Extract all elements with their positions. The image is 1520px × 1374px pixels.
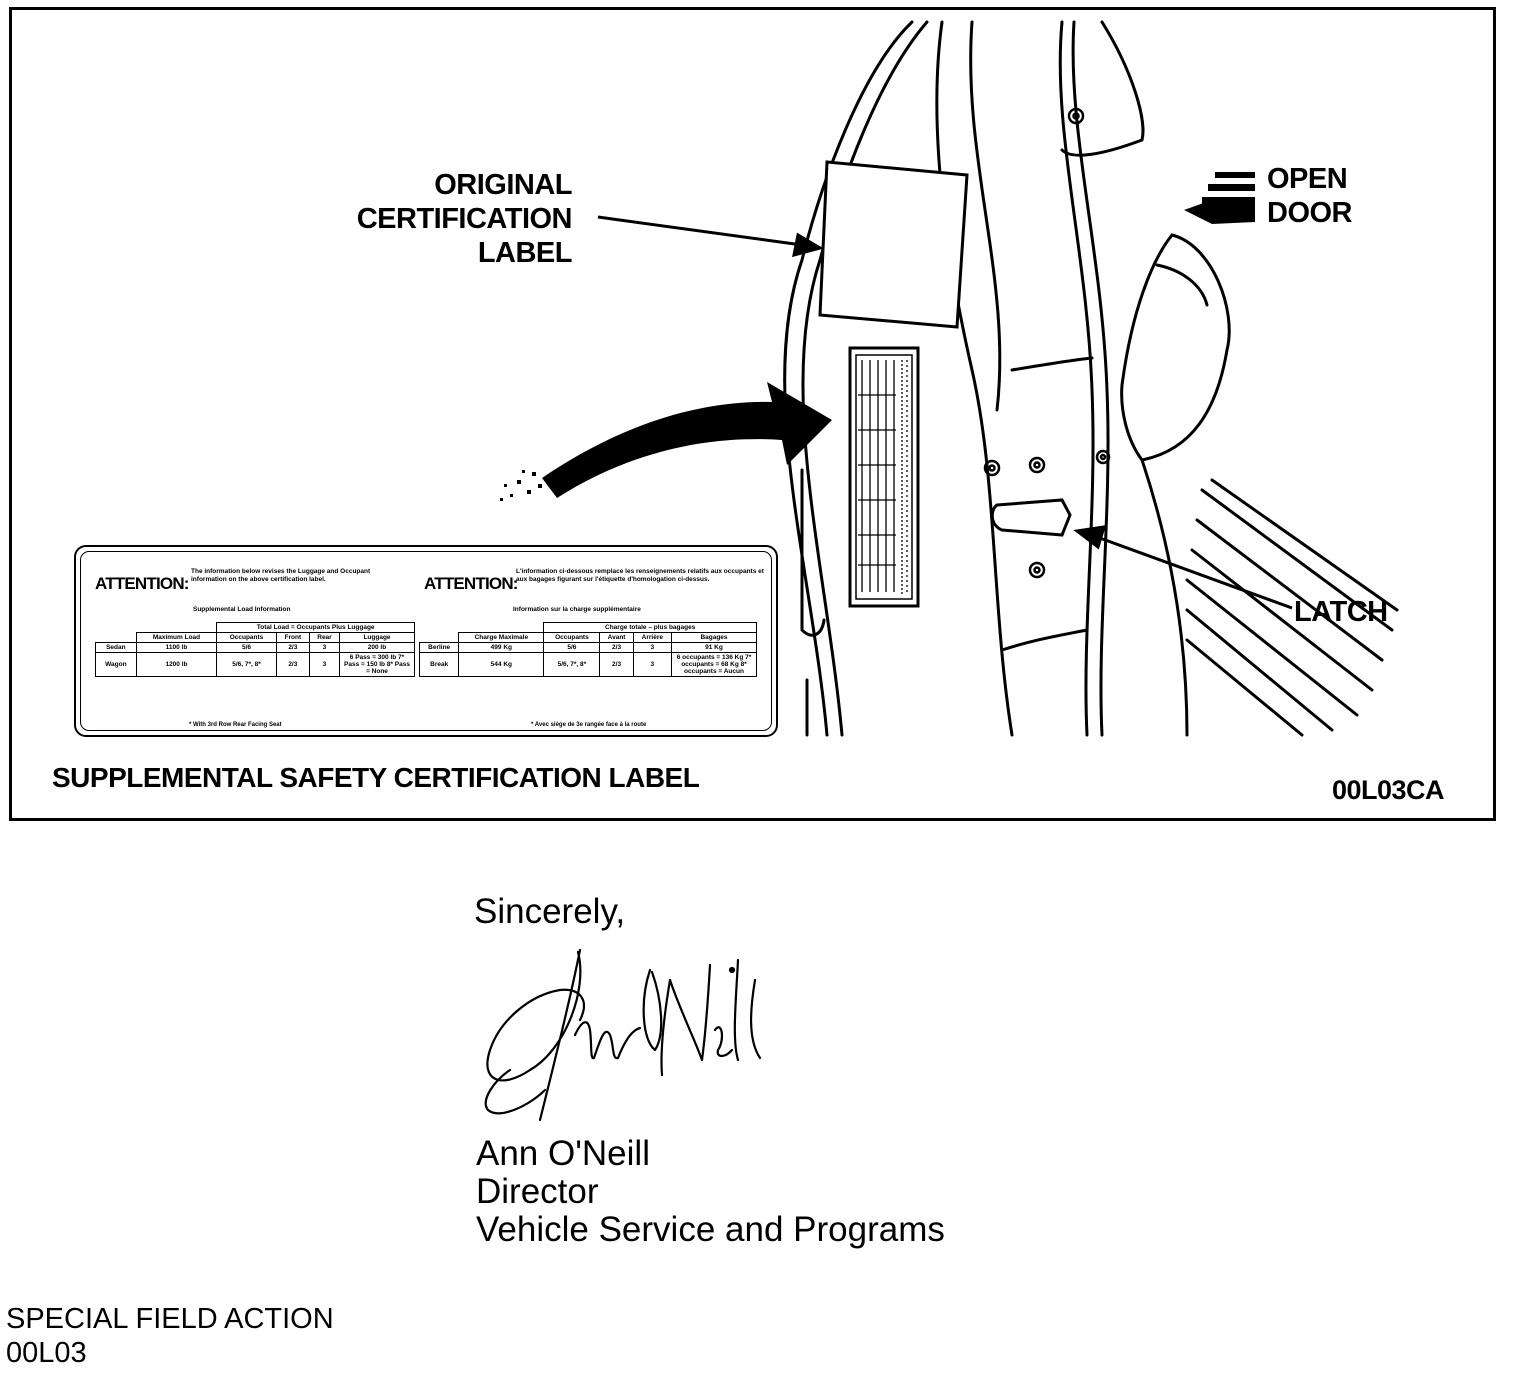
english-table-title: Supplemental Load Information [193, 606, 291, 613]
table-cell: 2/3 [275, 642, 310, 653]
supplemental-label-caption: SUPPLEMENTAL SAFETY CERTIFICATION LABEL [52, 762, 700, 793]
signer-title: Director [476, 1172, 599, 1211]
table-cell: 6 Pass = 300 lb 7* Pass = 150 lb 8* Pass… [339, 652, 415, 677]
table-cell: Sedan [95, 642, 137, 653]
french-table-title: Information sur la charge supplémentaire [513, 606, 641, 613]
attention-english: ATTENTION: [95, 574, 189, 593]
open-door-callout: OPEN DOOR [1267, 162, 1353, 230]
latch-callout: LATCH [1294, 596, 1388, 628]
table-header: Occupants [216, 632, 277, 643]
table-cell: 3 [308, 642, 341, 653]
table-cell: 544 Kg [458, 652, 545, 677]
callout-line: LABEL [477, 237, 573, 269]
original-certification-label-callout: ORIGINAL CERTIFICATION LABEL [332, 168, 573, 270]
table-cell: 5/6, 7*, 8* [543, 652, 601, 677]
callout-line: OPEN [1267, 163, 1348, 195]
table-header: Occupants [543, 632, 601, 643]
pillar-supplemental-label [848, 346, 920, 608]
signer-block: Ann O'Neill Director Vehicle Service and… [476, 1135, 945, 1249]
table-cell: 3 [308, 652, 341, 677]
table-cell: 3 [632, 642, 673, 653]
table-cell: 5/6 [543, 642, 601, 653]
table-header: Arrière [632, 632, 673, 643]
english-table-note: * With 3rd Row Rear Facing Seat [189, 722, 282, 728]
footer: SPECIAL FIELD ACTION 00L03 [6, 1302, 334, 1370]
table-header: Rear [308, 632, 341, 643]
french-load-table: Charge totale – plus bagages Charge Maxi… [418, 622, 757, 677]
table-header: Luggage [339, 632, 415, 643]
table-cell: 2/3 [599, 642, 634, 653]
table-header: Avant [599, 632, 634, 643]
attention-english-text: The information below revises the Luggag… [191, 568, 371, 583]
table-cell: 499 Kg [458, 642, 545, 653]
english-load-table: Total Load = Occupants Plus Luggage Maxi… [95, 622, 415, 677]
callout-line: CERTIFICATION [356, 203, 573, 235]
original-label-shape [818, 160, 969, 329]
table-cell: 91 Kg [671, 642, 757, 653]
supplemental-label-card: ATTENTION: The information below revises… [74, 545, 778, 737]
table-cell: 5/6, 7*, 8* [216, 652, 277, 677]
figure-code: 00L03CA [1332, 775, 1445, 805]
table-row: Sedan 1100 lb 5/6 2/3 3 200 lb [95, 642, 415, 653]
table-cell: Wagon [95, 652, 137, 677]
door-illustration [500, 20, 1399, 737]
table-header: Charge Maximale [458, 632, 545, 643]
table-row: Berline 499 Kg 5/6 2/3 3 91 Kg [418, 642, 757, 653]
signer-name: Ann O'Neill [476, 1134, 650, 1173]
table-cell: 3 [632, 652, 673, 677]
french-table-note: * Avec siège de 3e rangée face à la rout… [531, 722, 647, 728]
footer-line: SPECIAL FIELD ACTION [6, 1303, 334, 1335]
table-cell: Break [418, 652, 460, 677]
table-header: Front [275, 632, 310, 643]
signer-department: Vehicle Service and Programs [476, 1210, 945, 1249]
table-row: Wagon 1200 lb 5/6, 7*, 8* 2/3 3 6 Pass =… [95, 652, 415, 677]
table-header: Maximum Load [135, 632, 218, 643]
callout-line: ORIGINAL [434, 169, 572, 201]
signature-image [484, 948, 762, 1122]
attention-french-text: L'information ci-dessous remplace les re… [516, 568, 764, 583]
curved-arrow [542, 382, 832, 498]
table-cell: 2/3 [599, 652, 634, 677]
table-cell: 2/3 [275, 652, 310, 677]
closing: Sincerely, [474, 892, 626, 931]
table-cell: 1200 lb [135, 652, 218, 677]
table-group-header: Total Load = Occupants Plus Luggage [216, 622, 415, 633]
table-cell: 5/6 [216, 642, 277, 653]
table-cell: 1100 lb [135, 642, 218, 653]
illustration-figure: ORIGINAL CERTIFICATION LABEL OPEN DOOR L… [9, 7, 1496, 821]
footer-line: 00L03 [6, 1337, 87, 1369]
table-cell: Berline [418, 642, 460, 653]
table-header: Bagages [671, 632, 757, 643]
open-door-arrow [1184, 172, 1255, 224]
table-row: Break 544 Kg 5/6, 7*, 8* 2/3 3 6 occupan… [418, 652, 757, 677]
callout-line: DOOR [1267, 197, 1353, 229]
table-group-header: Charge totale – plus bagages [543, 622, 757, 633]
attention-french: ATTENTION: [424, 574, 518, 593]
table-cell: 200 lb [339, 642, 415, 653]
table-cell: 6 occupants = 136 Kg 7* occupants = 68 K… [671, 652, 757, 677]
